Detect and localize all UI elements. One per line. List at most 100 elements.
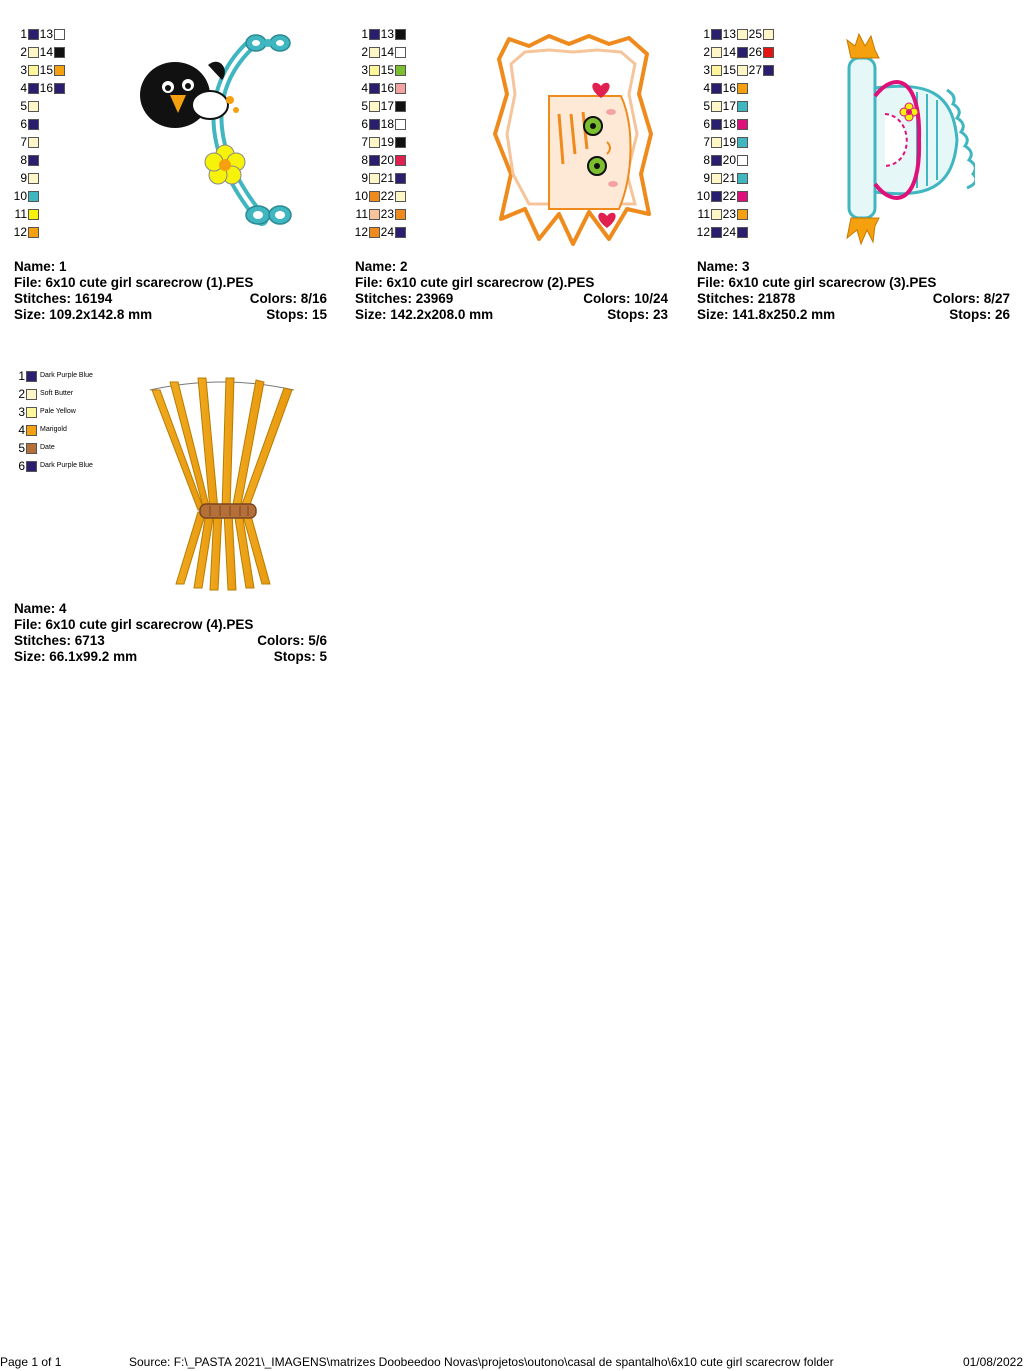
color-swatch [28,46,39,58]
color-swatch [395,82,406,94]
design-file: File: 6x10 cute girl scarecrow (3).PES [697,275,937,290]
color-index: 11 [355,207,368,221]
color-index: 16 [380,81,394,95]
color-swatch [54,28,65,40]
design-2-info: Name: 2 File: 6x10 cute girl scarecrow (… [355,259,668,323]
design-stitches: Stitches: 21878 [697,291,796,306]
design-name: Name: 1 [14,259,67,274]
color-swatch [737,118,748,130]
design-3-preview-image [846,32,975,246]
design-name: Name: 3 [697,259,750,274]
color-index: 8 [20,153,27,167]
color-swatch [28,64,39,76]
design-1-info: Name: 1 File: 6x10 cute girl scarecrow (… [14,259,327,323]
color-swatch [395,226,406,238]
color-swatch [369,100,380,112]
color-index: 6 [20,117,27,131]
palette-row: 6 Dark Purple Blue [0,457,93,475]
color-swatch [395,154,406,166]
color-index: 7 [703,135,710,149]
color-swatch [737,100,748,112]
palette-row: 8 [0,151,65,169]
color-index: 16 [722,81,736,95]
palette-row: 12 [0,223,65,241]
color-index: 13 [380,27,394,41]
color-swatch [369,154,380,166]
color-index: 5 [18,441,25,455]
color-swatch [369,118,380,130]
color-swatch [711,208,722,220]
design-1-preview-image [140,34,292,226]
design-name: Name: 4 [14,601,67,616]
color-swatch [763,28,774,40]
color-index: 11 [697,207,710,221]
design-file: File: 6x10 cute girl scarecrow (2).PES [355,275,595,290]
design-stitches: Stitches: 6713 [14,633,105,648]
color-swatch [395,28,406,40]
palette-row: 9 [0,169,65,187]
color-index: 2 [703,45,710,59]
color-index: 27 [748,63,762,77]
color-swatch [711,46,722,58]
color-index: 2 [20,45,27,59]
color-swatch [711,190,722,202]
color-index: 15 [380,63,394,77]
color-index: 2 [18,387,25,401]
color-swatch [737,28,748,40]
color-index: 1 [20,27,27,41]
color-swatch [54,64,65,76]
color-index: 4 [20,81,27,95]
design-stitches: Stitches: 23969 [355,291,454,306]
color-swatch [28,226,39,238]
color-swatch [711,136,722,148]
color-index: 9 [703,171,710,185]
color-name: Marigold [40,426,67,433]
color-index: 15 [39,63,53,77]
color-swatch [28,118,39,130]
color-index: 21 [380,171,394,185]
color-swatch [28,100,39,112]
color-swatch [28,28,39,40]
color-index: 17 [380,99,394,113]
page-number: Page 1 of 1 [0,1355,62,1369]
color-index: 14 [722,45,736,59]
color-index: 12 [696,225,710,239]
color-index: 9 [361,171,368,185]
color-index: 6 [18,459,25,473]
color-swatch [26,388,37,400]
color-swatch [395,208,406,220]
color-index: 1 [703,27,710,41]
color-swatch [711,64,722,76]
color-swatch [737,82,748,94]
color-swatch [711,100,722,112]
source-path: Source: F:\_PASTA 2021\_IMAGENS\matrizes… [129,1355,834,1369]
design-4-preview-image [149,377,295,591]
design-colors: Colors: 5/6 [257,633,327,648]
color-swatch [711,82,722,94]
color-swatch [711,28,722,40]
page-footer: Page 1 of 1 Source: F:\_PASTA 2021\_IMAG… [0,1355,1024,1371]
color-swatch [369,208,380,220]
color-name: Dark Purple Blue [40,462,93,469]
palette-row: 10 [0,187,65,205]
color-swatch [737,226,748,238]
color-index: 6 [703,117,710,131]
palette-row: 6 [0,115,65,133]
